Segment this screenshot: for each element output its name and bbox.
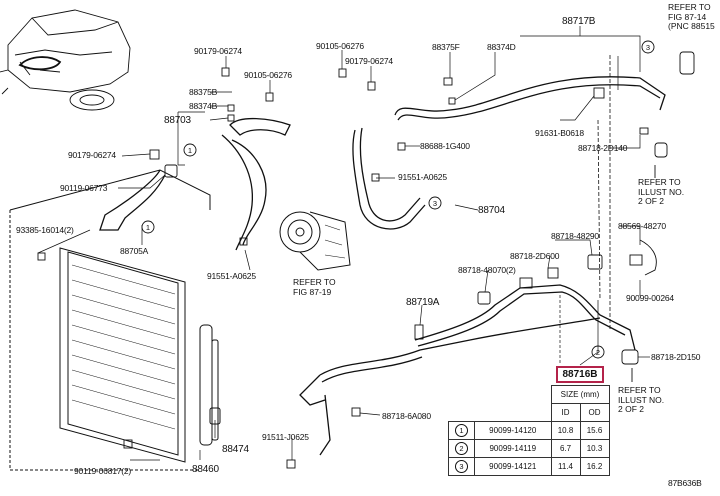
callout-circles [141, 40, 655, 359]
callout-3-b: 3 [646, 43, 650, 52]
label-88717B: 88717B [562, 16, 596, 27]
label-88688-1G400: 88688-1G400 [420, 141, 470, 151]
label-90119-06773: 90119-06773 [60, 183, 108, 193]
row-id: 10.8 [550, 421, 581, 440]
row-number: 2 [455, 442, 468, 455]
refer-note-top-right: REFER TO FIG 87-14 (PNC 88515 [668, 2, 715, 31]
size-table-col-od: OD [579, 403, 610, 422]
label-88375B: 88375B [189, 87, 218, 97]
label-90179-06274-a: 90179-06274 [194, 46, 242, 56]
label-90179-06274-c: 90179-06274 [68, 150, 116, 160]
label-90099-00264: 90099-00264 [626, 293, 674, 303]
label-91631-B0618: 91631-B0618 [535, 128, 584, 138]
label-91511-J0625: 91511-J0625 [262, 432, 309, 442]
callout-1-a: 1 [188, 146, 192, 155]
label-88704: 88704 [478, 205, 505, 216]
row-od: 16.2 [579, 457, 610, 476]
fittings [37, 51, 695, 469]
label-91551-A0625-a: 91551-A0625 [207, 271, 256, 281]
label-88374B: 88374B [189, 101, 218, 111]
figure-code: 87B636B [668, 478, 702, 488]
refer-note-compressor: REFER TO FIG 87-19 [293, 277, 336, 297]
row-od: 15.6 [579, 421, 610, 440]
leader-lines [37, 26, 650, 461]
label-90119-06817: 90119-06817(2) [74, 466, 132, 476]
label-90179-06274-b: 90179-06274 [345, 56, 393, 66]
label-88718-2D600: 88718-2D600 [510, 251, 560, 261]
row-part: 90099-14121 [474, 457, 552, 476]
row-number: 1 [455, 424, 468, 437]
label-88718-48290: 88718-48290 [551, 231, 599, 241]
refer-note-illust-upper: REFER TO ILLUST NO. 2 OF 2 [638, 177, 685, 206]
label-90105-06276-a: 90105-06276 [316, 41, 364, 51]
refer-note-illust-lower: REFER TO ILLUST NO. 2 OF 2 [618, 385, 665, 414]
label-88718-48070: 88718-48070(2) [458, 265, 516, 275]
size-table-header: SIZE (mm) [550, 385, 610, 404]
compressor-illustration [279, 211, 351, 271]
label-88718-2D140: 88718-2D140 [578, 143, 628, 153]
label-88719A: 88719A [406, 297, 440, 308]
label-88705A: 88705A [120, 246, 149, 256]
callout-2-a: 2 [596, 348, 600, 357]
label-88375F: 88375F [432, 42, 460, 52]
row-part: 90099-14120 [474, 421, 552, 440]
row-part: 90099-14119 [474, 439, 552, 458]
vehicle-illustration [0, 9, 131, 111]
row-number: 3 [455, 460, 468, 473]
label-88474: 88474 [222, 444, 249, 455]
callout-3-a: 3 [433, 199, 437, 208]
size-table-col-id: ID [550, 403, 581, 422]
table-row: 3 90099-14121 11.4 16.2 [448, 457, 610, 476]
label-88460: 88460 [192, 464, 219, 475]
table-row: 2 90099-14119 6.7 10.3 [448, 439, 610, 458]
row-id: 11.4 [550, 457, 581, 476]
label-88718-2D150: 88718-2D150 [651, 352, 701, 362]
label-93385-16014: 93385-16014(2) [16, 225, 74, 235]
row-id: 6.7 [550, 439, 581, 458]
label-88703: 88703 [164, 115, 191, 126]
table-row: 1 90099-14120 10.8 15.6 [448, 421, 610, 440]
callout-1-b: 1 [146, 223, 150, 232]
label-88569-48270: 88569-48270 [618, 221, 666, 231]
label-90105-06276-b: 90105-06276 [244, 70, 292, 80]
label-88718-6A080: 88718-6A080 [382, 411, 431, 421]
row-od: 10.3 [579, 439, 610, 458]
label-88374D: 88374D [487, 42, 516, 52]
highlighted-part-88716B[interactable]: 88716B [556, 366, 604, 383]
hose-size-table: SIZE (mm) ID OD 1 90099-14120 10.8 15.6 … [448, 385, 610, 476]
label-91551-A0625-b: 91551-A0625 [398, 172, 447, 182]
condenser-illustration [9, 169, 221, 471]
